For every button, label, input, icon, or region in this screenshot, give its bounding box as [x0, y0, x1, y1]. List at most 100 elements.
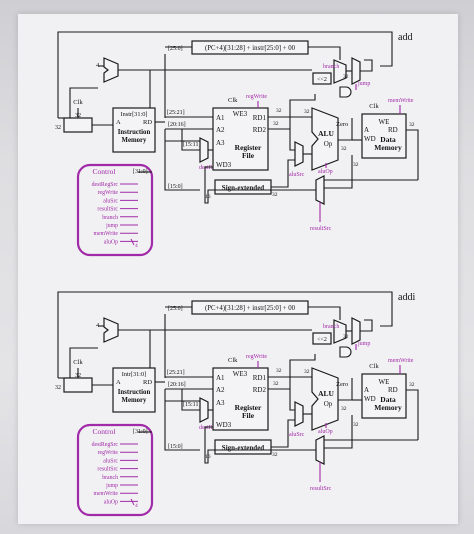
port-label: WE	[379, 378, 390, 386]
port-label: RD2	[253, 386, 267, 394]
signal-resultsrc-label: resultSrc	[310, 486, 332, 492]
datapath-add: add(PC+4)[31:28] + instr[25:0] + 00[25:0…	[55, 31, 419, 257]
width-label: 32	[273, 121, 279, 127]
width-label: 32	[276, 368, 282, 374]
width-label: 32	[353, 162, 359, 168]
port-label: WE	[379, 118, 390, 126]
signal-jump-label: jump	[357, 81, 370, 87]
alu-title: ALU	[318, 129, 334, 138]
width-label: 32	[343, 334, 349, 340]
port-label: A2	[216, 386, 225, 394]
clock-label: Clk	[369, 103, 379, 110]
instruction-memory-title: Instruction	[118, 389, 151, 396]
dest-reg-mux	[199, 137, 209, 163]
pc-register	[63, 377, 93, 393]
field-25-0-label: [25:0]	[168, 46, 183, 52]
wire	[181, 129, 200, 151]
pc-next-loop-wire	[57, 31, 393, 118]
control-signal-label: aluOp	[104, 239, 118, 245]
branch-mux	[351, 317, 361, 345]
control-signal-label: destRegSrc	[92, 182, 119, 188]
control-unit	[76, 163, 154, 257]
branch-adder	[333, 319, 347, 344]
wire	[360, 59, 373, 72]
pc-adder	[103, 317, 119, 343]
clock-label: Clk	[369, 363, 379, 370]
data-memory	[361, 113, 407, 159]
port-label: A1	[216, 114, 225, 122]
signal-regwrite-label: regWrite	[246, 94, 267, 100]
width-label: 32	[55, 125, 61, 131]
control-signal-label: resultSrc	[97, 207, 118, 213]
data-memory-title: Memory	[374, 403, 402, 412]
register-file-title: Register	[235, 143, 262, 152]
field-label: [20:16]	[168, 382, 186, 388]
wire	[268, 388, 295, 411]
signal-alusrc-label: aluSrc	[289, 432, 305, 438]
wire	[164, 389, 200, 451]
width-label: 32	[341, 146, 347, 152]
field-label: [15:11]	[183, 402, 200, 408]
control-signal-label: regWrite	[98, 450, 119, 456]
dest-reg-mux	[199, 397, 209, 423]
clock-label: Clk	[73, 359, 83, 366]
alu	[311, 107, 339, 171]
control-signal-label: regWrite	[98, 190, 119, 196]
alu	[311, 367, 339, 431]
width-label: 32	[304, 109, 310, 115]
width-label: 32	[273, 381, 279, 387]
shift-left-2-box	[312, 332, 332, 345]
jump-target-label: (PC+4)[31:28] + instr[25:0] + 00	[205, 305, 296, 312]
width-label: 32	[276, 108, 282, 114]
port-label: A3	[216, 139, 225, 147]
control-signal-label: memWrite	[93, 231, 118, 237]
wire	[268, 128, 295, 151]
port-label: A	[364, 386, 369, 394]
signal-aluop-label: aluOp	[318, 429, 333, 435]
instruction-name: addi	[398, 292, 415, 303]
width-label: 32	[341, 406, 347, 412]
wire	[204, 426, 316, 464]
wire	[164, 129, 200, 191]
data-memory-title: Memory	[374, 143, 402, 152]
result-src-mux	[315, 175, 325, 205]
instruction-memory-title: Instruction	[118, 129, 151, 136]
data-memory-title: Data	[380, 395, 396, 404]
width-label: 32	[55, 385, 61, 391]
port-label: A	[116, 379, 121, 386]
control-title: Control	[93, 427, 116, 436]
instr-label: Intr[31:0]	[122, 371, 146, 378]
sign-extend-label: Sign-extended	[222, 444, 265, 452]
instruction-memory	[112, 367, 156, 413]
control-signal-label: aluSrc	[103, 458, 118, 464]
control-signal-label: aluOp	[104, 499, 118, 505]
branch-and-gate	[339, 346, 352, 358]
bus-slash	[130, 238, 135, 246]
port-label: WD3	[216, 161, 232, 169]
bus-slash	[130, 498, 135, 506]
data-memory-title: Data	[380, 135, 396, 144]
alu-op-port: Op	[324, 400, 333, 408]
wire	[406, 129, 419, 180]
aluop-width-label: 4	[135, 503, 138, 509]
register-file	[212, 367, 269, 431]
control-signal-label: aluSrc	[103, 198, 118, 204]
control-signal-label: memWrite	[93, 491, 118, 497]
branch-mux	[351, 57, 361, 85]
port-label: WE3	[233, 370, 248, 378]
width-label: 32	[409, 122, 415, 128]
signal-branch-label: branch	[323, 324, 339, 330]
wire	[308, 46, 341, 60]
control-title: Control	[93, 167, 116, 176]
pc-plus4-feed-wire	[69, 347, 98, 390]
branch-and-gate	[339, 86, 352, 98]
signal-alusrc-label: aluSrc	[289, 172, 305, 178]
sign-extend-label: Sign-extended	[222, 184, 265, 192]
port-label: A	[364, 126, 369, 134]
signal-regwrite-label: regWrite	[246, 354, 267, 360]
wire	[271, 159, 295, 188]
instruction-memory	[112, 107, 156, 153]
signal-branch-label: branch	[323, 64, 339, 70]
